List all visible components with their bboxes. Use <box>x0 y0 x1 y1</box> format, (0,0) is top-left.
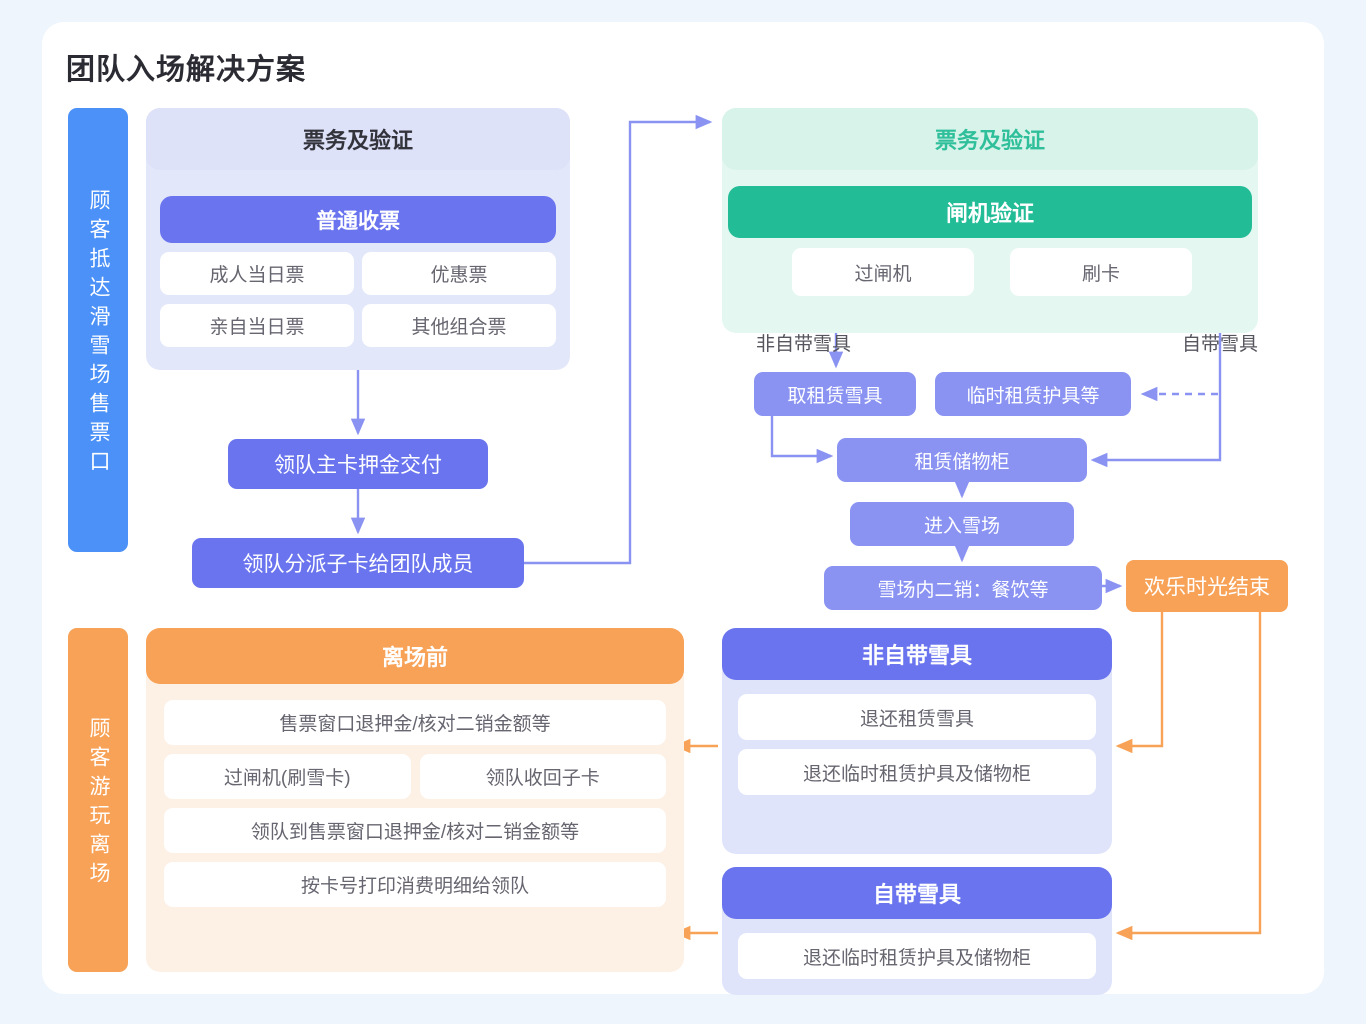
gate-option[interactable]: 过闸机 <box>792 248 974 296</box>
wire-happy-end-to-no-own-gear <box>1115 612 1164 754</box>
before-leave-split-row: 过闸机(刷雪卡) 领队收回子卡 <box>164 754 666 799</box>
before-leave-item[interactable]: 按卡号打印消费明细给领队 <box>164 862 666 907</box>
box-enter-ski-field[interactable]: 进入雪场 <box>850 502 1074 546</box>
panel-before-leaving: 离场前 售票窗口退押金/核对二销金额等 过闸机(刷雪卡) 领队收回子卡 领队到售… <box>146 628 684 972</box>
no-own-gear-rows: 退还租赁雪具 退还临时租赁护具及储物柜 <box>738 694 1096 795</box>
caption-no-own-gear: 非自带雪具 <box>756 334 852 355</box>
no-own-gear-title: 非自带雪具 <box>722 628 1112 680</box>
panel-gate-validation: 票务及验证 闸机验证 过闸机 刷卡 <box>722 108 1258 333</box>
wire-happy-end-to-own-gear <box>1115 612 1262 941</box>
ticket-option[interactable]: 亲自当日票 <box>160 304 354 347</box>
lane-label-arrival: 顾客抵达滑雪场售票口 <box>68 108 128 552</box>
ticket-option[interactable]: 其他组合票 <box>362 304 556 347</box>
panel-ticketing: 票务及验证 普通收票 成人当日票 优惠票 亲自当日票 其他组合票 <box>146 108 570 370</box>
gate-panel-title: 票务及验证 <box>722 108 1258 170</box>
before-leave-rows: 售票窗口退押金/核对二销金额等 过闸机(刷雪卡) 领队收回子卡 领队到售票窗口退… <box>164 700 666 907</box>
box-temporary-rental[interactable]: 临时租赁护具等 <box>935 372 1131 416</box>
own-gear-title: 自带雪具 <box>722 867 1112 919</box>
ticketing-panel-title: 票务及验证 <box>146 108 570 170</box>
gate-option[interactable]: 刷卡 <box>1010 248 1192 296</box>
ticket-option[interactable]: 成人当日票 <box>160 252 354 295</box>
panel-own-gear: 自带雪具 退还临时租赁护具及储物柜 <box>722 867 1112 995</box>
no-own-gear-item[interactable]: 退还租赁雪具 <box>738 694 1096 740</box>
diagram-card: 团队入场解决方案 <box>42 22 1324 995</box>
ticketing-options-grid: 成人当日票 优惠票 亲自当日票 其他组合票 <box>160 252 556 347</box>
ticketing-subhead[interactable]: 普通收票 <box>160 196 556 243</box>
own-gear-rows: 退还临时租赁护具及储物柜 <box>738 933 1096 979</box>
box-leader-assign[interactable]: 领队分派子卡给团队成员 <box>192 538 524 588</box>
own-gear-item[interactable]: 退还临时租赁护具及储物柜 <box>738 933 1096 979</box>
caption-own-gear: 自带雪具 <box>1182 334 1259 355</box>
box-leader-deposit[interactable]: 领队主卡押金交付 <box>228 439 488 489</box>
gate-subhead[interactable]: 闸机验证 <box>728 186 1252 238</box>
ticket-option[interactable]: 优惠票 <box>362 252 556 295</box>
lane-label-departure: 顾客游玩离场 <box>68 628 128 972</box>
box-happy-time-end[interactable]: 欢乐时光结束 <box>1126 560 1288 612</box>
box-secondary-sale[interactable]: 雪场内二销：餐饮等 <box>824 566 1102 610</box>
box-take-rental-gear[interactable]: 取租赁雪具 <box>754 372 916 416</box>
page-title: 团队入场解决方案 <box>66 54 307 86</box>
wire-take-gear-to-locker <box>770 416 834 464</box>
panel-no-own-gear: 非自带雪具 退还租赁雪具 退还临时租赁护具及储物柜 <box>722 628 1112 854</box>
before-leave-item[interactable]: 领队收回子卡 <box>419 754 666 799</box>
before-leave-title: 离场前 <box>146 628 684 684</box>
no-own-gear-item[interactable]: 退还临时租赁护具及储物柜 <box>738 749 1096 795</box>
before-leave-item[interactable]: 过闸机(刷雪卡) <box>164 754 411 799</box>
before-leave-item[interactable]: 领队到售票窗口退押金/核对二销金额等 <box>164 808 666 853</box>
before-leave-item[interactable]: 售票窗口退押金/核对二销金额等 <box>164 700 666 745</box>
gate-options-grid: 过闸机 刷卡 <box>792 248 1192 296</box>
box-rent-locker[interactable]: 租赁储物柜 <box>837 438 1087 482</box>
